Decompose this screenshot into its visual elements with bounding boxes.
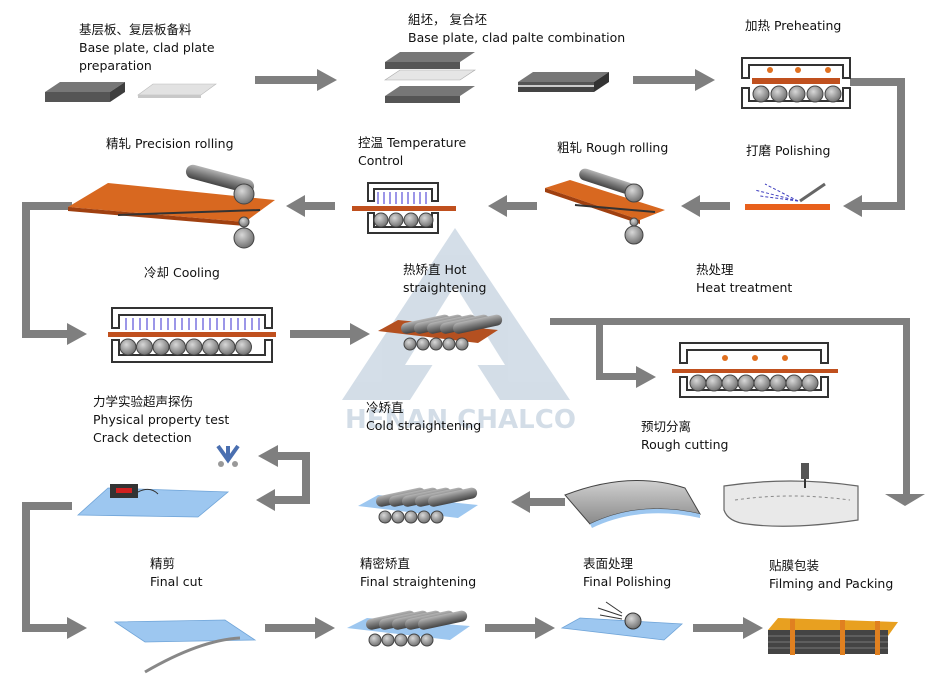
base-plate-illustration [45,82,217,102]
step-label-line: Heat treatment [696,280,792,295]
step-label-line: 精密矫直 [360,556,410,571]
arrow-left-4 [511,491,565,513]
step-label-preheating: 加热 Preheating [745,18,841,33]
step-label-line: 冷矫直 [366,400,404,415]
connector-test-to-finalcut [22,502,87,639]
step-labels: 基层板、复层板备料 Base plate, clad plate preparati… [79,12,893,591]
step-label-line: Filming and Packing [769,576,893,591]
combination-illustration [384,52,609,103]
cold-straightening-illustration [358,487,478,524]
arrow-left-1 [681,195,730,217]
step-label-line: Final Polishing [583,574,671,589]
step-label-line: Base plate, clad palte combination [408,30,625,45]
step-label-line: Control [358,153,403,168]
step-label-heat-treatment: 热处理 Heat treatment [696,262,792,295]
step-label-rough-cutting: 预切分离 Rough cutting [641,419,728,452]
arrow-right-4 [265,617,335,639]
arrow-right-6 [693,617,763,639]
step-label-precision-rolling: 精轧 Precision rolling [106,136,234,151]
heat-treatment-furnace-illustration [672,342,838,398]
watermark-text: HENAN CHALCO [345,405,576,435]
rough-cutting-illustration [723,463,859,527]
step-label-line: 控温 Temperature [358,135,466,150]
connector-heat-treatment [550,318,925,506]
step-label-line: 粗轧 Rough rolling [557,140,668,155]
arrow-left-2 [488,195,537,217]
arrow-right-3 [290,323,370,345]
watermark-logo-icon [342,228,570,400]
temperature-control-illustration [352,182,456,234]
step-label-line: 热矫直 Hot [403,262,467,277]
arrow-right-1 [255,69,337,91]
step-label-line: Final straightening [360,574,476,589]
step-label-line: 预切分离 [641,419,691,434]
step-label-line: 組坯， 复合坯 [408,12,487,27]
step-label-final-polishing: 表面处理 Final Polishing [583,556,671,589]
property-test-illustration [76,444,240,518]
step-label-combination: 組坯， 复合坯 Base plate, clad palte combinatio… [408,12,625,45]
final-cut-illustration [113,619,257,674]
step-label-final-straightening: 精密矫直 Final straightening [360,556,476,589]
connector-rolling-to-cooling [22,202,87,345]
step-label-filming-packing: 贴膜包装 Filming and Packing [769,558,893,591]
polishing-illustration [745,182,830,210]
step-label-polishing: 打磨 Polishing [746,143,830,158]
step-label-line: 精轧 Precision rolling [106,136,234,151]
step-label-line: preparation [79,58,152,73]
step-label-line: 热处理 [696,262,734,277]
flow-connectors [22,69,925,639]
step-label-rough-rolling: 粗轧 Rough rolling [557,140,668,155]
step-label-line: Cold straightening [366,418,481,433]
step-label-line: Physical property test [93,412,229,427]
connector-preheat-to-polish [843,78,905,217]
arrow-right-5 [485,617,555,639]
filming-packing-illustration [768,618,898,655]
final-straightening-illustration [347,610,470,647]
arrow-right-2 [633,69,715,91]
curved-plate-illustration [564,479,702,528]
step-label-base-plate-preparation: 基层板、复层板备料 Base plate, clad plate preparati… [79,22,215,73]
cooling-illustration [108,307,276,363]
connector-heat-treatment-inner [596,318,656,388]
step-label-line: Rough cutting [641,437,728,452]
step-label-cooling: 冷却 Cooling [144,265,220,280]
step-label-line: 表面处理 [583,556,634,571]
final-polishing-illustration [560,601,683,641]
step-label-line: Final cut [150,574,203,589]
step-label-hot-straightening: 热矫直 Hot straightening [403,262,486,295]
step-label-line: 力学实验超声探伤 [93,394,193,409]
step-label-cold-straightening: 冷矫直 Cold straightening [366,400,481,433]
step-label-line: 冷却 Cooling [144,265,220,280]
connector-to-test [256,445,310,511]
step-label-line: Crack detection [93,430,192,445]
step-label-line: Base plate, clad plate [79,40,215,55]
step-label-line: 贴膜包装 [769,558,819,573]
rough-rolling-illustration [545,168,665,245]
preheating-furnace-illustration [741,57,851,109]
arrow-left-3 [286,195,335,217]
step-label-final-cut: 精剪 Final cut [150,556,203,589]
hot-straightening-illustration [378,314,503,351]
step-label-line: 精剪 [150,556,175,571]
step-label-line: 打磨 Polishing [746,143,830,158]
step-label-line: 加热 Preheating [745,18,841,33]
step-label-line: straightening [403,280,486,295]
step-label-line: 基层板、复层板备料 [79,22,192,37]
precision-rolling-illustration [68,164,275,249]
